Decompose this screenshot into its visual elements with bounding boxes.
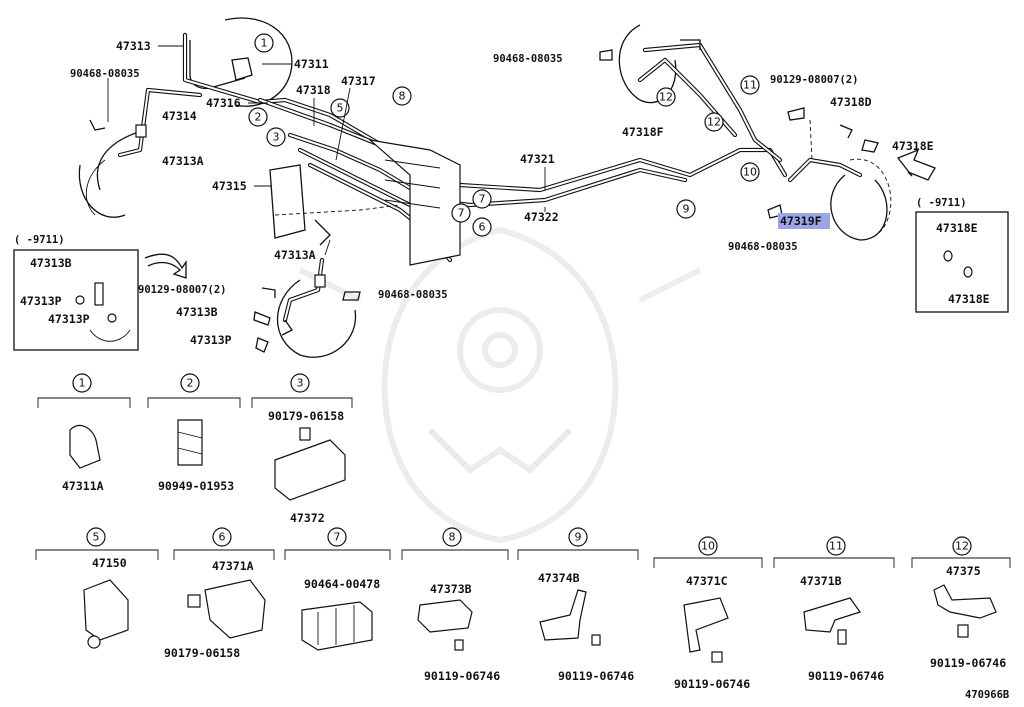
callout-12a: 12 (659, 91, 673, 104)
label-47319F[interactable]: 47319F (780, 214, 822, 228)
detail-2-part: 90949-01953 (158, 479, 234, 493)
label-90129-08007-b[interactable]: 90129-08007(2) (770, 74, 859, 86)
main-brake-pipe-bundle (257, 97, 788, 266)
label-47313[interactable]: 47313 (116, 39, 151, 53)
callout-9: 9 (683, 203, 690, 216)
detail-12-part: 47375 (946, 564, 981, 578)
label-47313A-mid[interactable]: 47313A (274, 248, 316, 262)
detail-5-part: 47150 (92, 556, 127, 570)
label-47313A-top[interactable]: 47313A (162, 154, 204, 168)
detail-3-part: 90179-06158 (268, 409, 344, 423)
svg-text:3: 3 (297, 377, 304, 390)
detail-11-part2: 90119-06746 (808, 669, 884, 683)
diagram-code: 470966B (965, 689, 1009, 701)
detail-9[interactable]: 9 47374B 90119-06746 (517, 527, 639, 683)
label-90468-08035-a[interactable]: 90468-08035 (70, 68, 140, 80)
svg-text:9: 9 (575, 531, 582, 544)
main-labels: 47313 47311 47317 90468-08035 47318 4731… (70, 39, 934, 347)
svg-text:12: 12 (955, 540, 969, 553)
svg-text:6: 6 (219, 531, 226, 544)
inset-right-range: ( -9711) (916, 197, 967, 209)
front-left-brake-assembly (78, 17, 393, 218)
inset-left-47313P-a[interactable]: 47313P (20, 294, 62, 308)
label-47315[interactable]: 47315 (212, 179, 247, 193)
watermark-emblem (298, 226, 702, 544)
label-47318D[interactable]: 47318D (830, 95, 872, 109)
callout-3: 3 (273, 131, 280, 144)
main-callouts: 1 2 3 5 8 7 7 6 9 10 11 12 12 (248, 33, 760, 237)
svg-text:8: 8 (449, 531, 456, 544)
detail-3-part2: 47372 (290, 511, 325, 525)
detail-7-part: 90464-00478 (304, 577, 380, 591)
inset-right-47318E-b[interactable]: 47318E (948, 292, 990, 306)
callout-2: 2 (255, 111, 262, 124)
label-47318[interactable]: 47318 (296, 83, 331, 97)
detail-6[interactable]: 6 47371A 90179-06158 (164, 527, 275, 660)
detail-8[interactable]: 8 47373B 90119-06746 (401, 527, 509, 683)
callout-8: 8 (399, 90, 406, 103)
svg-text:1: 1 (79, 377, 86, 390)
detail-12[interactable]: 12 47375 90119-06746 (911, 536, 1011, 670)
detail-10[interactable]: 10 47371C 90119-06746 (653, 536, 763, 691)
callout-6: 6 (479, 221, 486, 234)
detail-8-part2: 90119-06746 (424, 669, 500, 683)
detail-9-part: 47374B (538, 571, 580, 585)
detail-8-part: 47373B (430, 582, 472, 596)
label-90468-08035-c[interactable]: 90468-08035 (493, 53, 563, 65)
svg-text:5: 5 (93, 531, 100, 544)
inset-left-47313P-b[interactable]: 47313P (48, 312, 90, 326)
detail-6-part: 47371A (212, 559, 254, 573)
inset-left-range: ( -9711) (14, 234, 65, 246)
svg-text:10: 10 (701, 540, 715, 553)
detail-9-part2: 90119-06746 (558, 669, 634, 683)
callout-5: 5 (337, 102, 344, 115)
detail-6-part2: 90179-06158 (164, 646, 240, 660)
label-47314[interactable]: 47314 (162, 109, 197, 123)
left-inset-arrow (144, 253, 187, 279)
callout-7a: 7 (479, 193, 486, 206)
label-47321[interactable]: 47321 (520, 152, 555, 166)
callout-11: 11 (743, 79, 757, 92)
detail-5[interactable]: 5 47150 (35, 527, 159, 649)
callout-7b: 7 (458, 207, 465, 220)
detail-7[interactable]: 7 90464-00478 (284, 527, 391, 651)
detail-1-part: 47311A (62, 479, 104, 493)
detail-1[interactable]: 1 47311A (37, 373, 131, 493)
label-47313B-main[interactable]: 47313B (176, 305, 218, 319)
highlight-47319F (778, 213, 830, 229)
detail-12-part2: 90119-06746 (930, 656, 1006, 670)
detail-11[interactable]: 11 47371B 90119-06746 (773, 536, 895, 683)
detail-2[interactable]: 2 90949-01953 (147, 373, 241, 493)
detail-11-part: 47371B (800, 574, 842, 588)
svg-text:2: 2 (187, 377, 194, 390)
front-right-brake-assembly (253, 257, 361, 358)
label-47311[interactable]: 47311 (294, 57, 329, 71)
callout-10: 10 (743, 166, 757, 179)
inset-right: ( -9711) 47318E 47318E (915, 197, 1009, 313)
detail-3[interactable]: 3 90179-06158 47372 (251, 373, 353, 525)
label-90468-08035-d[interactable]: 90468-08035 (728, 241, 798, 253)
label-47313P-main[interactable]: 47313P (190, 333, 232, 347)
inset-right-47318E-a[interactable]: 47318E (936, 221, 978, 235)
label-47318F[interactable]: 47318F (622, 125, 664, 139)
callout-1: 1 (261, 37, 268, 50)
svg-text:11: 11 (829, 540, 843, 553)
inset-left-47313B[interactable]: 47313B (30, 256, 72, 270)
label-90129-08007-a[interactable]: 90129-08007(2) (138, 284, 227, 296)
label-47317[interactable]: 47317 (341, 74, 376, 88)
inset-left: ( -9711) 47313B 47313P 47313P (13, 234, 139, 351)
label-47318E[interactable]: 47318E (892, 139, 934, 153)
callout-12b: 12 (707, 116, 721, 129)
detail-10-part: 47371C (686, 574, 728, 588)
label-90468-08035-b[interactable]: 90468-08035 (378, 289, 448, 301)
label-47322[interactable]: 47322 (524, 210, 559, 224)
label-47316[interactable]: 47316 (206, 96, 241, 110)
detail-10-part2: 90119-06746 (674, 677, 750, 691)
svg-text:7: 7 (334, 531, 341, 544)
